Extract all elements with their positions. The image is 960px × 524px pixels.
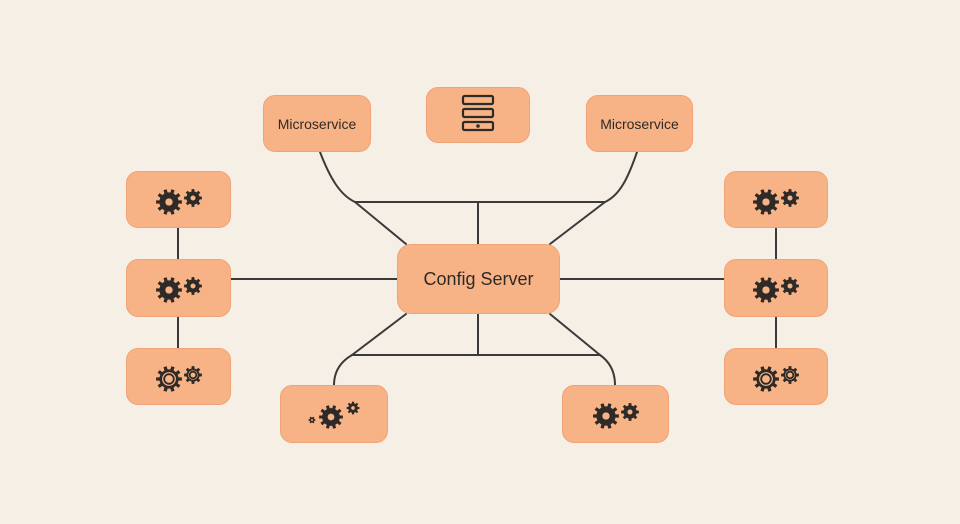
config-server-label: Config Server: [423, 268, 534, 289]
gears-icon: [750, 269, 802, 307]
gears-ring-icon: [750, 358, 802, 396]
connector-bottom-right-service: [599, 354, 616, 386]
connector-upper-right-diagonal: [549, 201, 606, 245]
gears-ring-icon: [153, 358, 205, 396]
config-server-node[interactable]: Config Server: [397, 244, 560, 314]
microservice-node-right[interactable]: Microservice: [586, 95, 693, 152]
service-node-right-1[interactable]: [724, 171, 828, 228]
gears-small-icon: [305, 395, 363, 433]
server-node[interactable]: [426, 87, 530, 143]
microservice-node-left[interactable]: Microservice: [263, 95, 371, 152]
connector-top-left-microservice: [319, 151, 356, 203]
service-node-left-3[interactable]: [126, 348, 231, 405]
gears-icon: [750, 181, 802, 219]
service-node-bottom-right[interactable]: [562, 385, 669, 443]
connector-bottom-left-service: [333, 354, 353, 386]
connector-top-right-microservice: [604, 151, 638, 203]
service-node-right-3[interactable]: [724, 348, 828, 405]
connector-lower-left-diagonal: [351, 313, 407, 356]
service-node-left-1[interactable]: [126, 171, 231, 228]
service-node-right-2[interactable]: [724, 259, 828, 317]
gears-icon: [153, 269, 205, 307]
gears-icon: [153, 181, 205, 219]
microservice-label: Microservice: [600, 115, 679, 132]
connector-upper-left-diagonal: [354, 201, 407, 245]
connector-lower-right-diagonal: [549, 313, 601, 356]
microservice-label: Microservice: [277, 115, 357, 132]
server-rack-icon: [460, 93, 496, 138]
service-node-left-2[interactable]: [126, 259, 231, 317]
service-node-bottom-left[interactable]: [280, 385, 388, 443]
gears-icon: [590, 395, 642, 433]
